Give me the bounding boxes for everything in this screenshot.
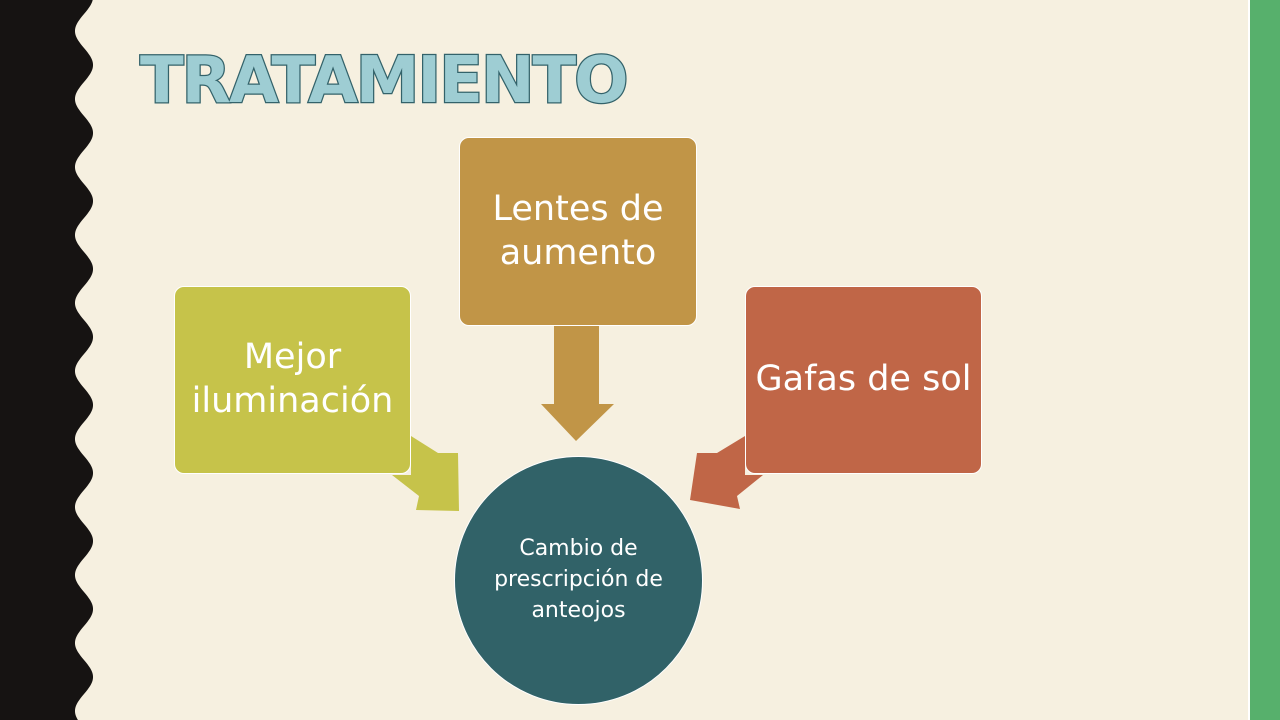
node-lentes-de-aumento-label: Lentes de aumento (492, 188, 664, 273)
right-edge-divider (1248, 0, 1250, 720)
node-lentes-de-aumento: Lentes de aumento (459, 137, 697, 326)
wavy-left-edge-decoration (0, 0, 93, 720)
arrow-left-to-center (392, 436, 459, 511)
node-mejor-iluminacion: Mejor iluminación (174, 286, 411, 474)
arrow-top-to-center (541, 326, 614, 441)
node-mejor-iluminacion-label: Mejor iluminación (191, 337, 394, 421)
page-title: TRATAMIENTO (139, 43, 630, 120)
page-title-text: TRATAMIENTO (140, 44, 627, 118)
node-gafas-de-sol-label: Gafas de sol (755, 359, 972, 400)
node-gafas-de-sol: Gafas de sol (745, 286, 982, 474)
center-node-cambio-de-prescripcion: Cambio de prescripción de anteojos (454, 456, 703, 705)
arrow-right-to-center (690, 436, 763, 509)
right-green-edge-decoration (1250, 0, 1280, 720)
center-node-label: Cambio de prescripción de anteojos (494, 536, 663, 623)
